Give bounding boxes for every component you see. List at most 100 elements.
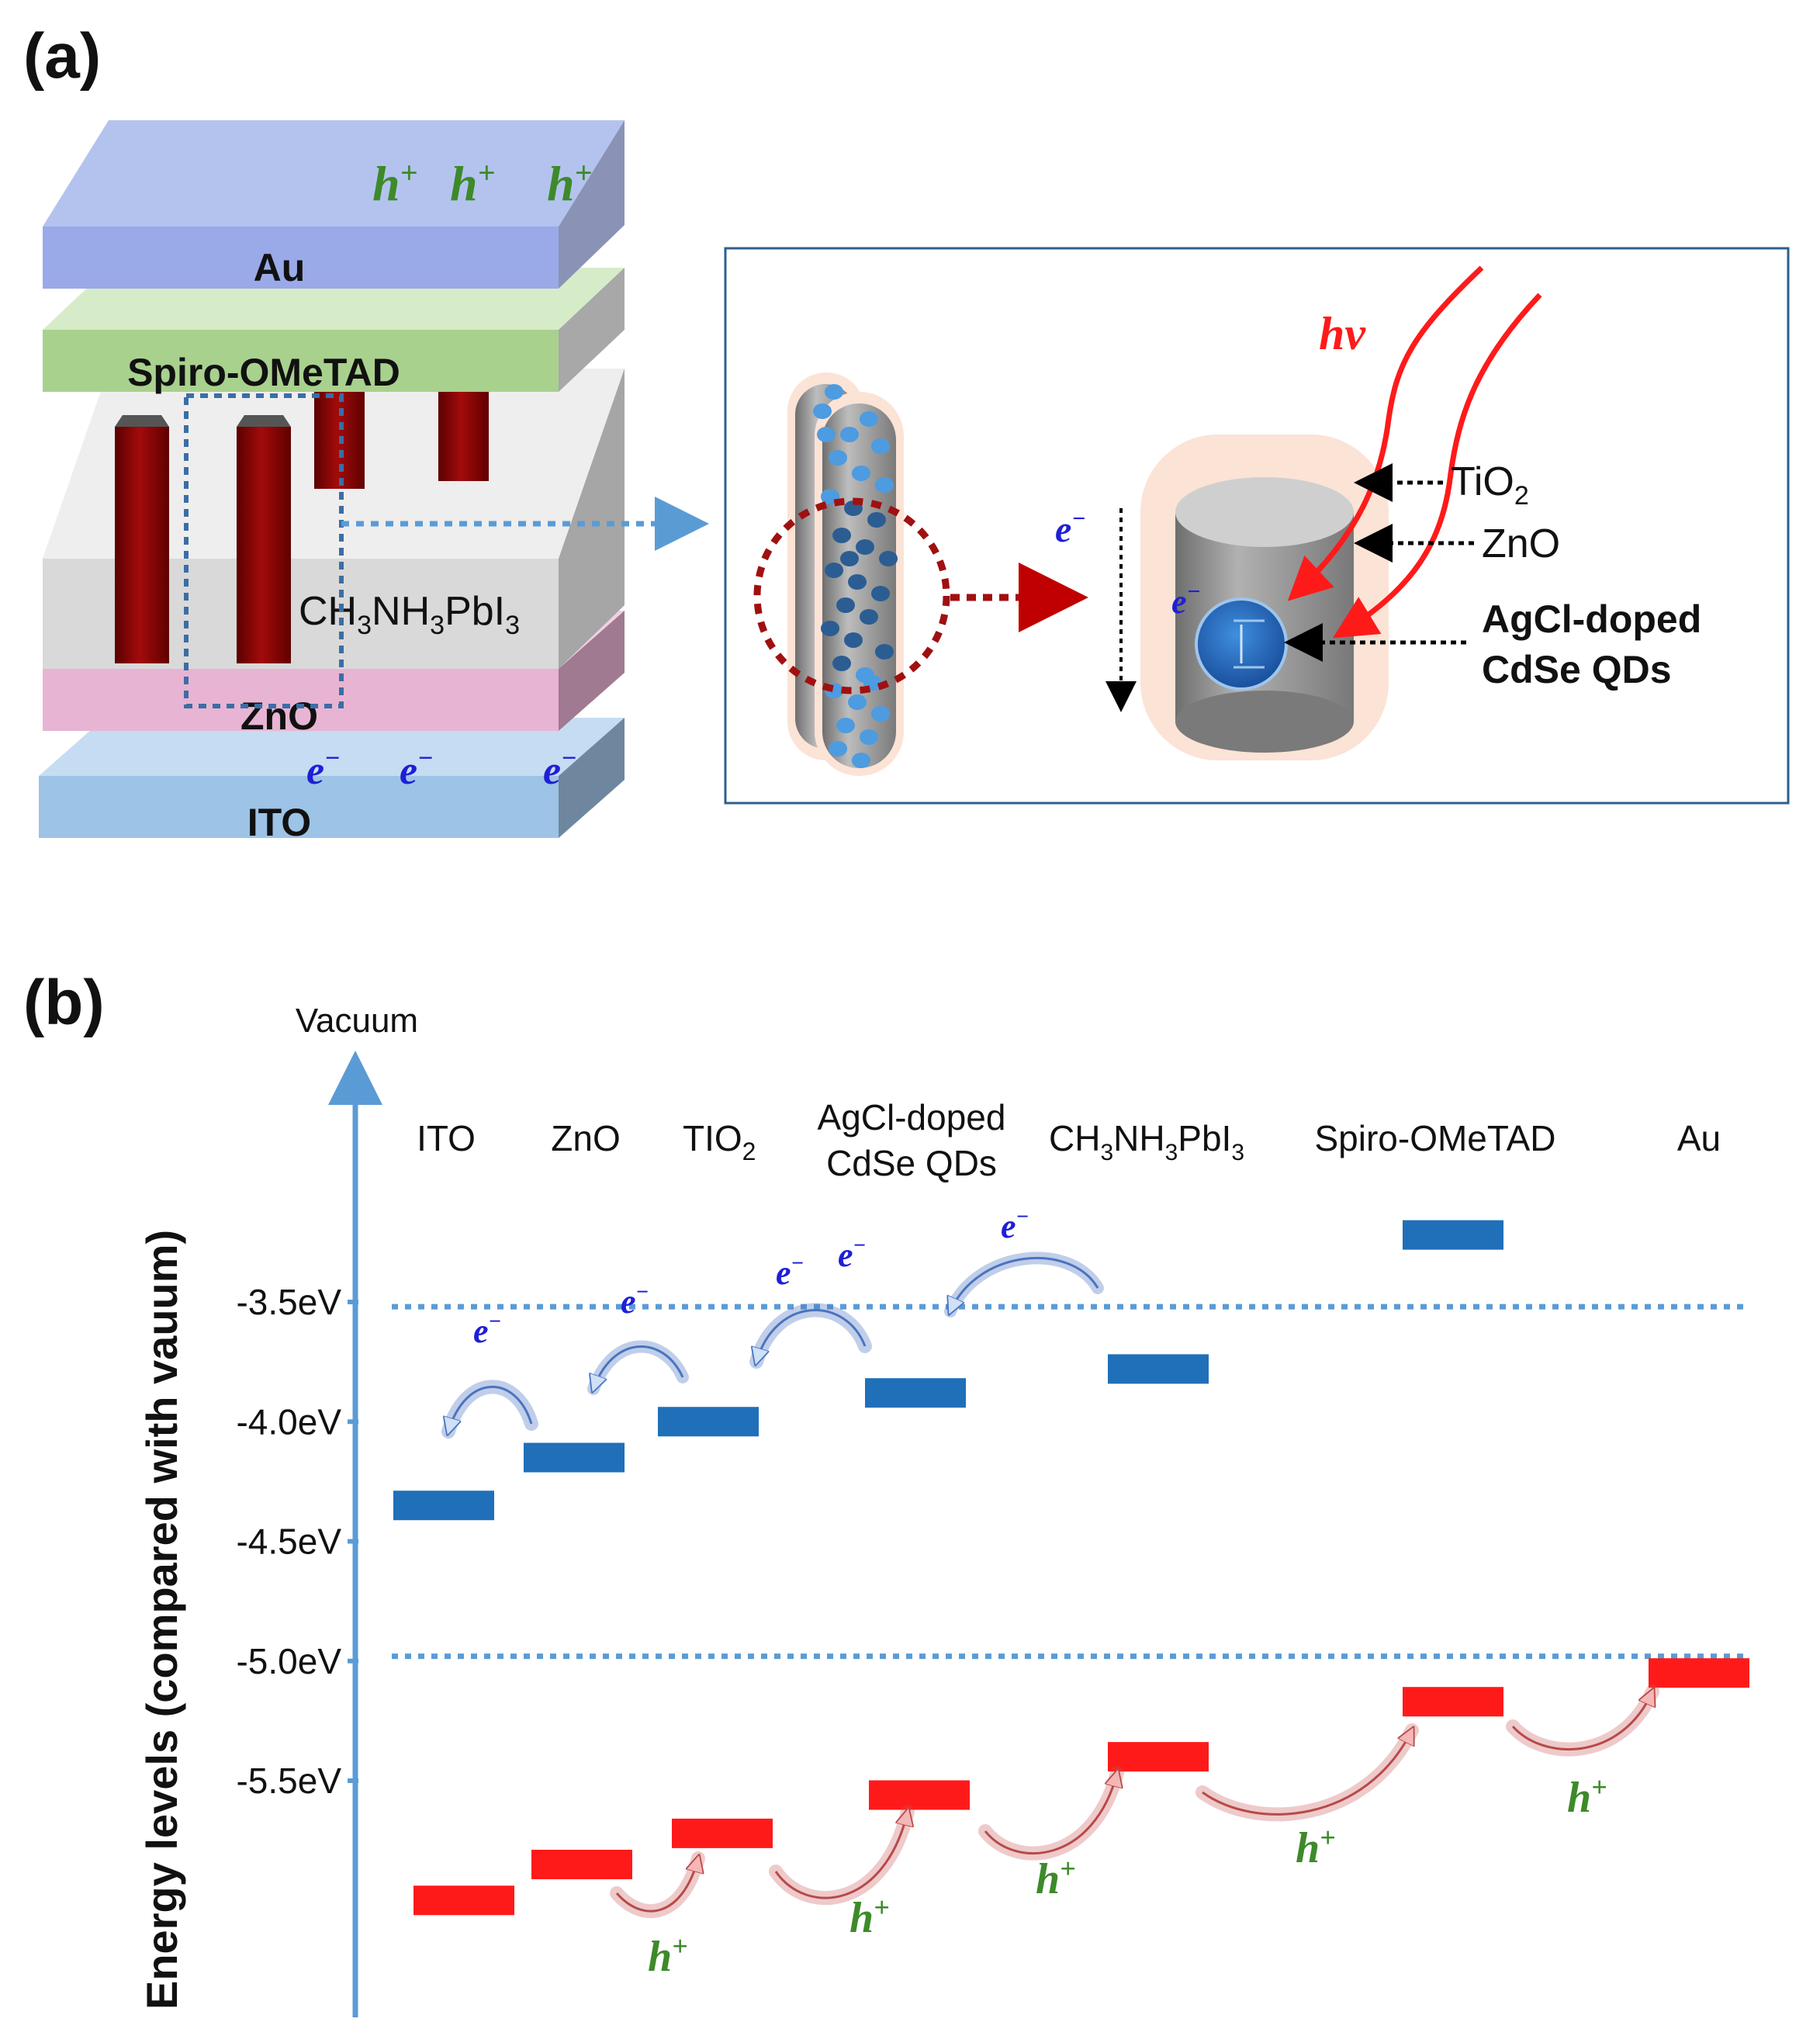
hole-markers: h+ h+ h+ bbox=[372, 155, 592, 211]
single-rod-detail bbox=[1140, 435, 1389, 760]
y-ticks: -3.5eV-4.0eV-4.5eV-5.0eV-5.5eV bbox=[236, 1282, 358, 1801]
valence-band-bar bbox=[672, 1818, 773, 1848]
quantum-dot bbox=[840, 427, 859, 442]
quantum-dot bbox=[832, 656, 851, 671]
quantum-dot bbox=[817, 427, 836, 442]
quantum-dot bbox=[832, 528, 851, 543]
valence-band-bar bbox=[531, 1849, 632, 1879]
hole-label: h+ bbox=[547, 155, 592, 211]
electron-label: e− bbox=[543, 744, 577, 793]
hole-arrow bbox=[984, 1773, 1117, 1855]
quantum-dot bbox=[871, 706, 890, 722]
quantum-dot bbox=[860, 411, 878, 427]
quantum-dot bbox=[871, 438, 890, 454]
electron-label: e− bbox=[776, 1252, 804, 1292]
quantum-dot bbox=[829, 450, 847, 466]
col-tio2: TIO2 bbox=[683, 1118, 756, 1165]
valence-band-bar bbox=[1108, 1742, 1209, 1772]
electron-label: e− bbox=[1001, 1205, 1029, 1245]
quantum-dot bbox=[875, 477, 894, 493]
y-axis-label: Energy levels (compared with vauum) bbox=[137, 1230, 186, 2010]
hole-label: h+ bbox=[1296, 1822, 1336, 1872]
col-zno: ZnO bbox=[551, 1118, 620, 1158]
ito-layer: ITO bbox=[39, 718, 625, 844]
conduction-band-bar bbox=[1403, 1220, 1503, 1250]
electron-arrow bbox=[593, 1345, 684, 1389]
valence-band-bar bbox=[869, 1780, 970, 1810]
quantum-dot bbox=[848, 574, 867, 590]
quantum-dot bbox=[856, 539, 874, 555]
quantum-dot bbox=[871, 586, 890, 601]
hole-label: h+ bbox=[648, 1930, 688, 1981]
quantum-dot bbox=[860, 609, 878, 625]
electron-arrow bbox=[756, 1309, 867, 1362]
nanorod bbox=[438, 388, 489, 481]
hole-transfer-arrows bbox=[610, 1684, 1659, 1919]
spiro-layer-label: Spiro-OMeTAD bbox=[127, 351, 400, 394]
quantum-dot bbox=[860, 729, 878, 745]
ito-layer-label: ITO bbox=[247, 801, 311, 844]
y-tick-label: -4.5eV bbox=[236, 1522, 341, 1562]
au-layer-label: Au bbox=[254, 246, 306, 289]
zno-inset-label: ZnO bbox=[1482, 521, 1560, 566]
quantum-dot bbox=[852, 466, 870, 481]
quantum-dot bbox=[836, 718, 855, 733]
zoom-circle bbox=[753, 497, 950, 694]
electron-label: e− bbox=[838, 1234, 867, 1274]
valence-band-bar bbox=[413, 1885, 514, 1916]
zno-layer-label: ZnO bbox=[240, 694, 318, 738]
hole-label: h+ bbox=[1567, 1771, 1607, 1822]
hole-arrow bbox=[774, 1812, 908, 1899]
electron-label: e− bbox=[1171, 579, 1201, 621]
panel-b-label: (b) bbox=[23, 968, 105, 1038]
col-spiro: Spiro-OMeTAD bbox=[1315, 1118, 1556, 1158]
tio2-label: TiO2 bbox=[1451, 459, 1529, 511]
au-layer: Au bbox=[43, 120, 625, 289]
qd-label-line1: AgCl-doped bbox=[1482, 597, 1701, 641]
zoom-selection-box bbox=[184, 393, 344, 708]
quantum-dot bbox=[836, 597, 855, 613]
y-tick-label: -5.5eV bbox=[236, 1761, 341, 1801]
light-ray bbox=[1333, 293, 1542, 639]
qd-label-line2: CdSe QDs bbox=[1482, 648, 1672, 691]
hole-arrow bbox=[1202, 1730, 1412, 1816]
quantum-dot bbox=[821, 621, 839, 636]
electron-arrow bbox=[448, 1385, 533, 1432]
quantum-dot bbox=[829, 741, 847, 757]
light-ray bbox=[1287, 265, 1484, 601]
band-electron-labels: e− e− e− e− e− bbox=[473, 1205, 1029, 1350]
electron-markers: e− e− e− bbox=[306, 744, 577, 793]
conduction-band-bar bbox=[393, 1491, 494, 1521]
perovskite-layer-label: CH3NH3PbI3 bbox=[299, 589, 520, 640]
quantum-dot bbox=[867, 512, 886, 528]
hole-label: h+ bbox=[1036, 1853, 1076, 1903]
quantum-dot bbox=[844, 632, 863, 648]
y-tick-label: -5.0eV bbox=[236, 1641, 341, 1681]
conduction-band-bar bbox=[524, 1442, 625, 1473]
col-ito: ITO bbox=[417, 1118, 476, 1158]
electron-label: e− bbox=[400, 744, 434, 793]
electron-label: e− bbox=[473, 1310, 502, 1350]
quantum-dot bbox=[848, 694, 867, 710]
nanorod bbox=[237, 427, 291, 663]
hole-arrow bbox=[615, 1858, 698, 1913]
col-perovskite: CH3NH3PbI3 bbox=[1049, 1118, 1244, 1165]
quantum-dot bbox=[875, 644, 894, 660]
vacuum-label: Vacuum bbox=[296, 1002, 418, 1040]
band-hole-labels: h+ h+ h+ h+ h+ bbox=[648, 1771, 1607, 1981]
col-qd-line1: AgCl-doped bbox=[818, 1097, 1006, 1137]
quantum-dot bbox=[852, 753, 870, 768]
hole-label: h+ bbox=[849, 1892, 890, 1942]
light-label: hν bbox=[1319, 308, 1366, 359]
quantum-dot bbox=[825, 563, 843, 578]
nanorod bbox=[115, 427, 169, 663]
quantum-dot bbox=[825, 384, 843, 400]
electron-label: e− bbox=[621, 1280, 649, 1321]
reference-lines bbox=[392, 1304, 1749, 1660]
hole-label: h+ bbox=[372, 155, 417, 211]
electron-arrow bbox=[950, 1256, 1099, 1311]
quantum-dots bbox=[813, 384, 898, 768]
hole-label: h+ bbox=[450, 155, 495, 211]
energy-bands bbox=[393, 1220, 1749, 1916]
